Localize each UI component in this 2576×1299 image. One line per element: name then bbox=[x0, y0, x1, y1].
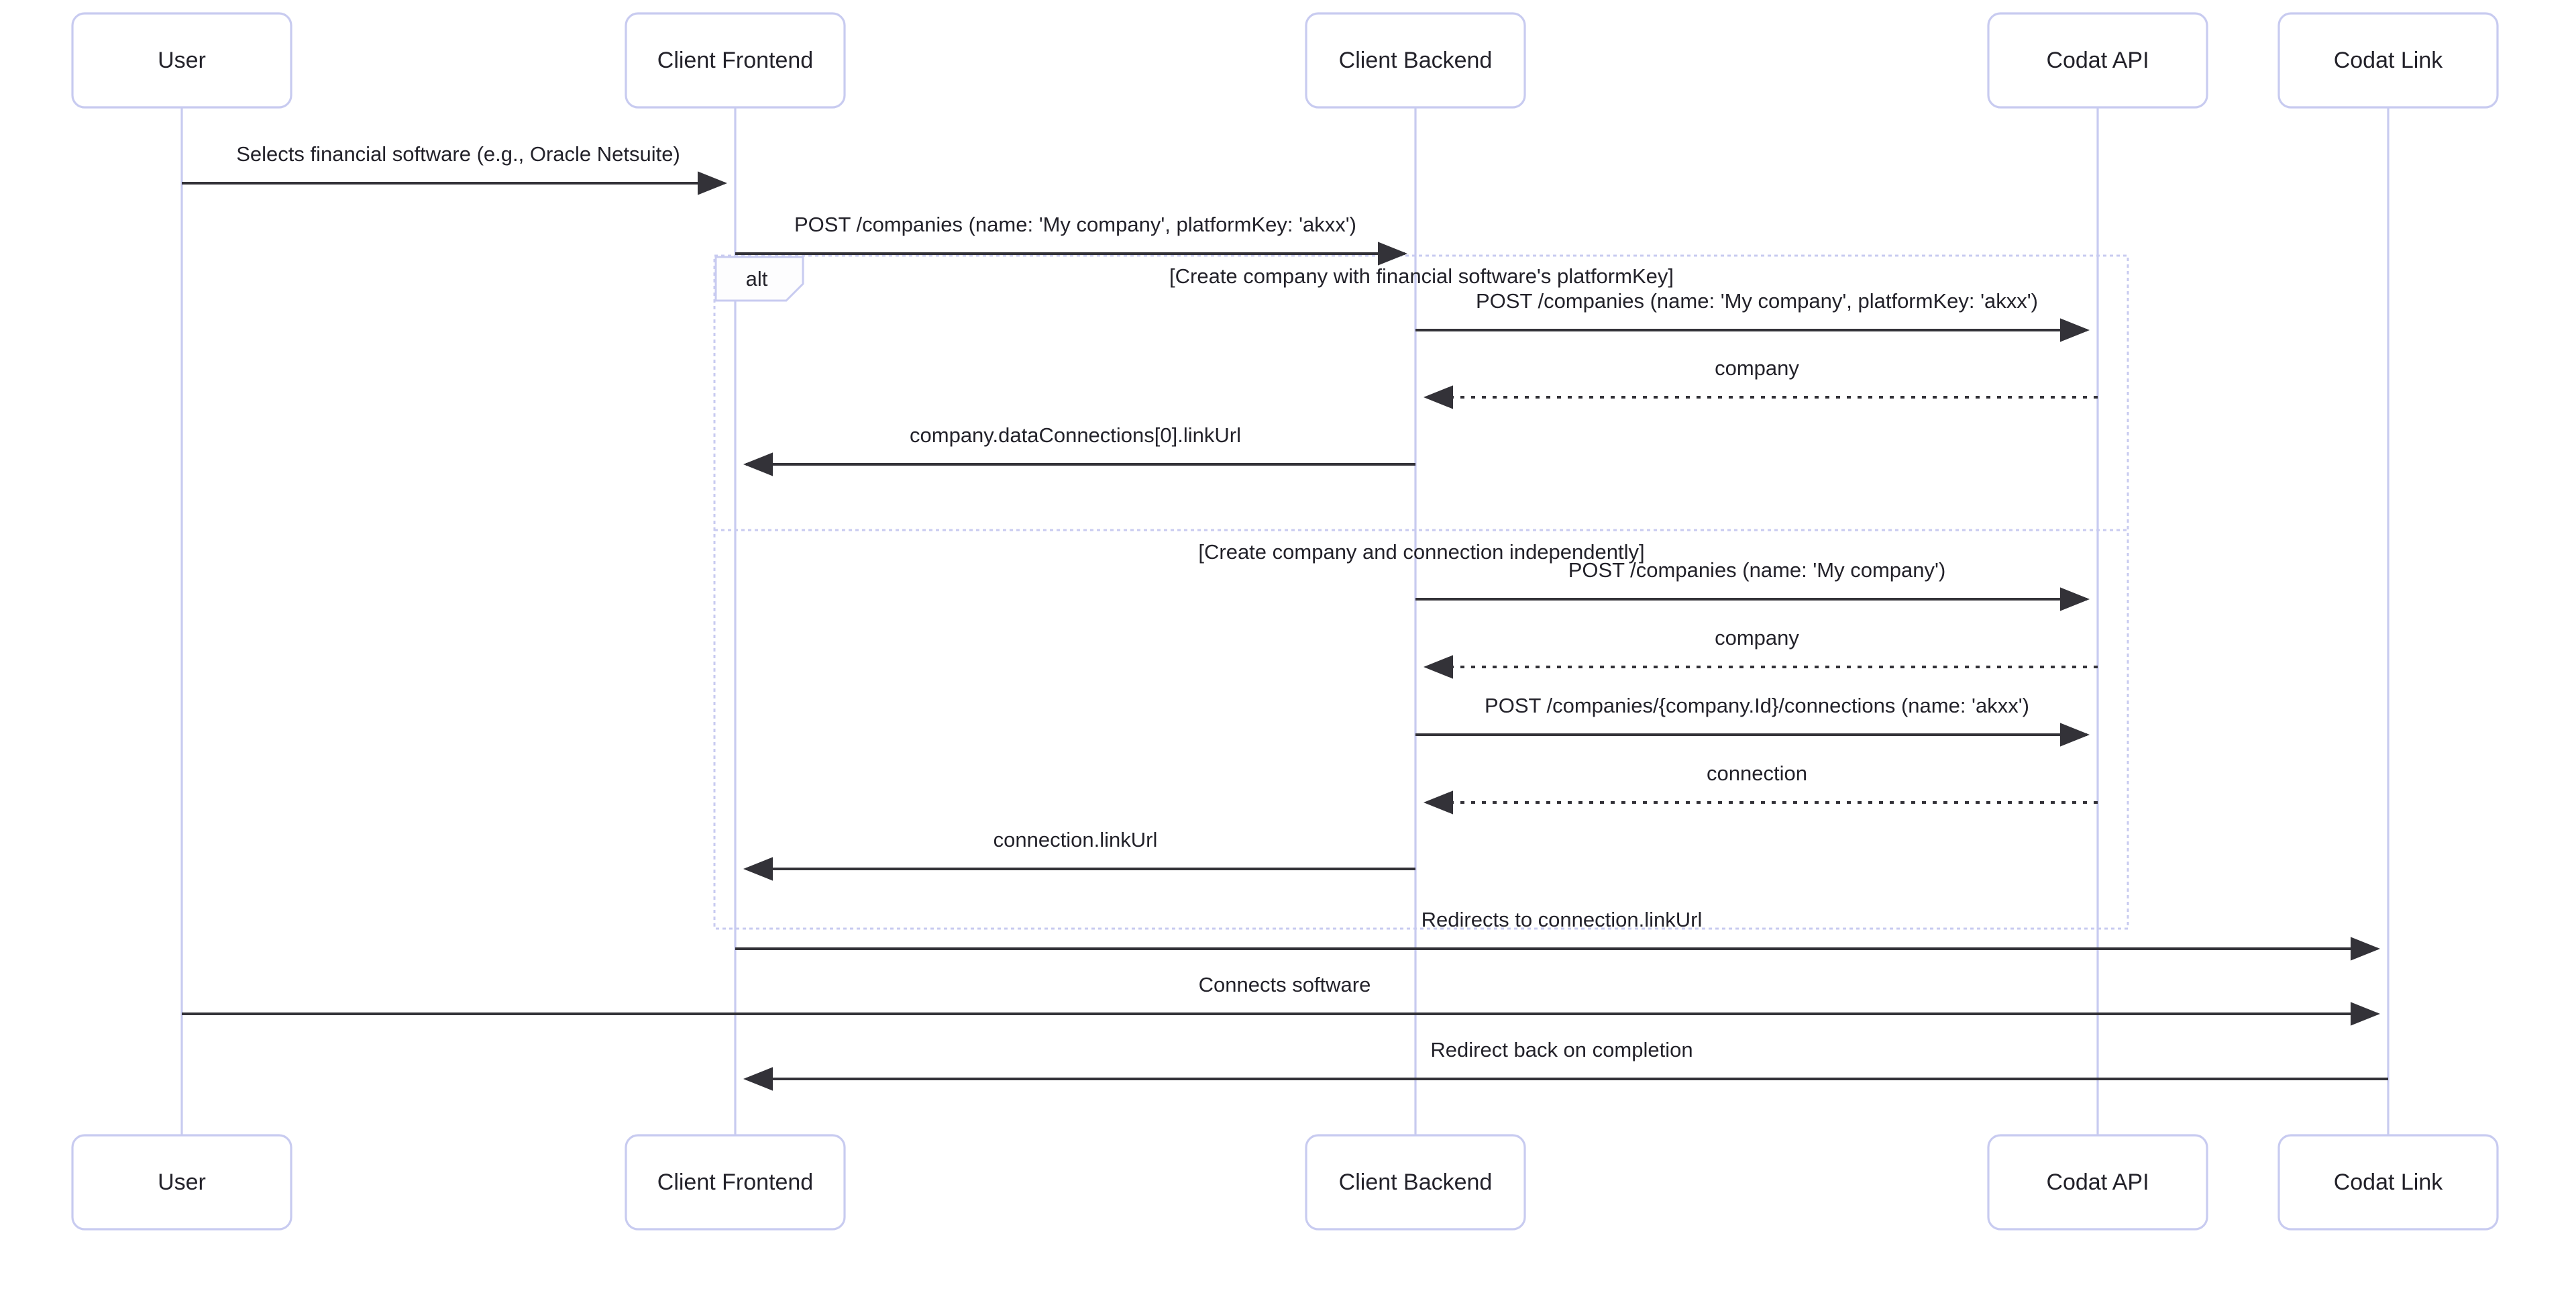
actor-box bbox=[71, 12, 292, 109]
message-label: connection.linkUrl bbox=[994, 828, 1158, 851]
actor-user-top[interactable]: User bbox=[71, 12, 292, 109]
actor-label: Codat API bbox=[2046, 1170, 2149, 1195]
message-label: POST /companies (name: 'My company') bbox=[1568, 558, 1946, 582]
alt-condition-1: [Create company with financial software'… bbox=[1169, 264, 1674, 288]
message-label: POST /companies/{company.Id}/connections… bbox=[1485, 694, 2029, 717]
alt-block: alt [Create company with financial softw… bbox=[713, 254, 2129, 930]
message-post-companies-name-only[interactable]: POST /companies (name: 'My company') bbox=[1415, 558, 2090, 611]
actor-client-frontend-bottom[interactable]: Client Frontend bbox=[625, 1134, 846, 1231]
actor-box bbox=[71, 1134, 292, 1231]
message-label: Redirect back on completion bbox=[1430, 1038, 1693, 1061]
actor-box bbox=[1987, 1134, 2208, 1231]
actor-label: Codat Link bbox=[2334, 48, 2444, 73]
message-connects-software[interactable]: Connects software bbox=[182, 973, 2380, 1026]
actor-client-frontend-top[interactable]: Client Frontend bbox=[625, 12, 846, 109]
message-label: Redirects to connection.linkUrl bbox=[1421, 908, 1703, 931]
actor-label: Codat API bbox=[2046, 48, 2149, 73]
message-label: POST /companies (name: 'My company', pla… bbox=[794, 213, 1356, 236]
actor-box bbox=[625, 1134, 846, 1231]
message-company-response-1[interactable]: company bbox=[1424, 356, 2098, 409]
actor-label: Client Backend bbox=[1339, 1170, 1493, 1195]
message-label: connection bbox=[1707, 762, 1807, 785]
message-post-companies-platformkey-frontend[interactable]: POST /companies (name: 'My company', pla… bbox=[735, 213, 1407, 266]
message-company-response-2[interactable]: company bbox=[1424, 626, 2098, 679]
message-connection-linkurl[interactable]: connection.linkUrl bbox=[743, 828, 1415, 881]
actor-box bbox=[1305, 1134, 1526, 1231]
messages-group: Selects financial software (e.g., Oracle… bbox=[182, 142, 2388, 1091]
actor-box bbox=[2277, 12, 2499, 109]
actor-label: User bbox=[158, 1170, 206, 1195]
alt-tag-label: alt bbox=[746, 267, 768, 291]
actor-box bbox=[1987, 12, 2208, 109]
actor-client-backend-bottom[interactable]: Client Backend bbox=[1305, 1134, 1526, 1231]
actor-codat-api-bottom[interactable]: Codat API bbox=[1987, 1134, 2208, 1231]
message-label: company bbox=[1715, 626, 1799, 650]
actor-codat-link-bottom[interactable]: Codat Link bbox=[2277, 1134, 2499, 1231]
message-redirects-to-connection-linkurl[interactable]: Redirects to connection.linkUrl bbox=[735, 908, 2380, 961]
actor-label: Client Frontend bbox=[657, 48, 813, 73]
message-label: Connects software bbox=[1199, 973, 1371, 996]
actor-codat-api-top[interactable]: Codat API bbox=[1987, 12, 2208, 109]
actor-label: Codat Link bbox=[2334, 1170, 2444, 1195]
message-label: company bbox=[1715, 356, 1799, 380]
actor-user-bottom[interactable]: User bbox=[71, 1134, 292, 1231]
message-label: Selects financial software (e.g., Oracle… bbox=[236, 142, 680, 166]
actor-label: Client Backend bbox=[1339, 48, 1493, 73]
actor-label: Client Frontend bbox=[657, 1170, 813, 1195]
alt-block-outline bbox=[713, 254, 2129, 930]
actor-box bbox=[1305, 12, 1526, 109]
actor-box bbox=[2277, 1134, 2499, 1231]
actor-codat-link-top[interactable]: Codat Link bbox=[2277, 12, 2499, 109]
message-label: POST /companies (name: 'My company', pla… bbox=[1476, 289, 2038, 313]
message-post-companies-connections[interactable]: POST /companies/{company.Id}/connections… bbox=[1415, 694, 2090, 747]
alt-condition-2: [Create company and connection independe… bbox=[1198, 540, 1644, 564]
message-post-companies-platformkey-backend[interactable]: POST /companies (name: 'My company', pla… bbox=[1415, 289, 2090, 342]
actor-box bbox=[625, 12, 846, 109]
message-selects-financial-software[interactable]: Selects financial software (e.g., Oracle… bbox=[182, 142, 727, 195]
actor-client-backend-top[interactable]: Client Backend bbox=[1305, 12, 1526, 109]
message-connection-response[interactable]: connection bbox=[1424, 762, 2098, 815]
message-company-dataconnections-linkurl[interactable]: company.dataConnections[0].linkUrl bbox=[743, 423, 1415, 476]
actor-label: User bbox=[158, 48, 206, 73]
actor-boxes-top: User Client Frontend Client Backend Coda… bbox=[71, 12, 2499, 109]
message-redirect-back-on-completion[interactable]: Redirect back on completion bbox=[743, 1038, 2388, 1091]
message-label: company.dataConnections[0].linkUrl bbox=[910, 423, 1241, 447]
actor-boxes-bottom: User Client Frontend Client Backend Coda… bbox=[71, 1134, 2499, 1231]
alt-tag-box bbox=[714, 256, 804, 302]
